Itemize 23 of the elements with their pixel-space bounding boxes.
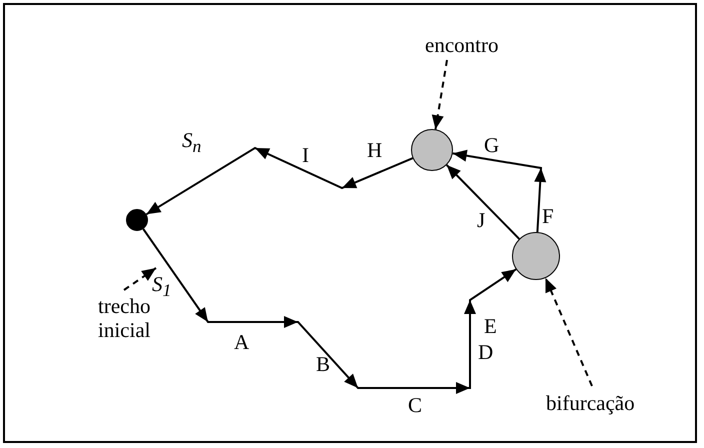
arrow: [142, 228, 517, 394]
segment-label: S$_{1}$: [152, 272, 172, 302]
arrow: [446, 164, 520, 240]
leader-arrow: [544, 278, 593, 386]
segment-label: D: [478, 340, 494, 364]
segment-label: S$_{n}$: [182, 128, 202, 158]
callout-label: encontro: [425, 33, 498, 57]
junction-circle: [411, 129, 453, 171]
segment-label: H: [367, 138, 382, 162]
segment-label: A: [234, 330, 250, 354]
callout-label: bifurcação: [546, 391, 635, 415]
segment-label: B: [316, 352, 330, 376]
leader-arrow: [123, 267, 157, 291]
arrow: [452, 150, 546, 232]
segment-label: E: [484, 314, 497, 338]
segment-label: C: [408, 393, 422, 417]
segment-label: I: [302, 143, 309, 167]
arrow: [146, 146, 414, 216]
junction-circle: [512, 232, 560, 280]
segment-label: G: [484, 133, 500, 157]
start-dot: [126, 209, 148, 231]
leader-arrow: [432, 60, 448, 130]
segment-label: F: [542, 204, 554, 228]
